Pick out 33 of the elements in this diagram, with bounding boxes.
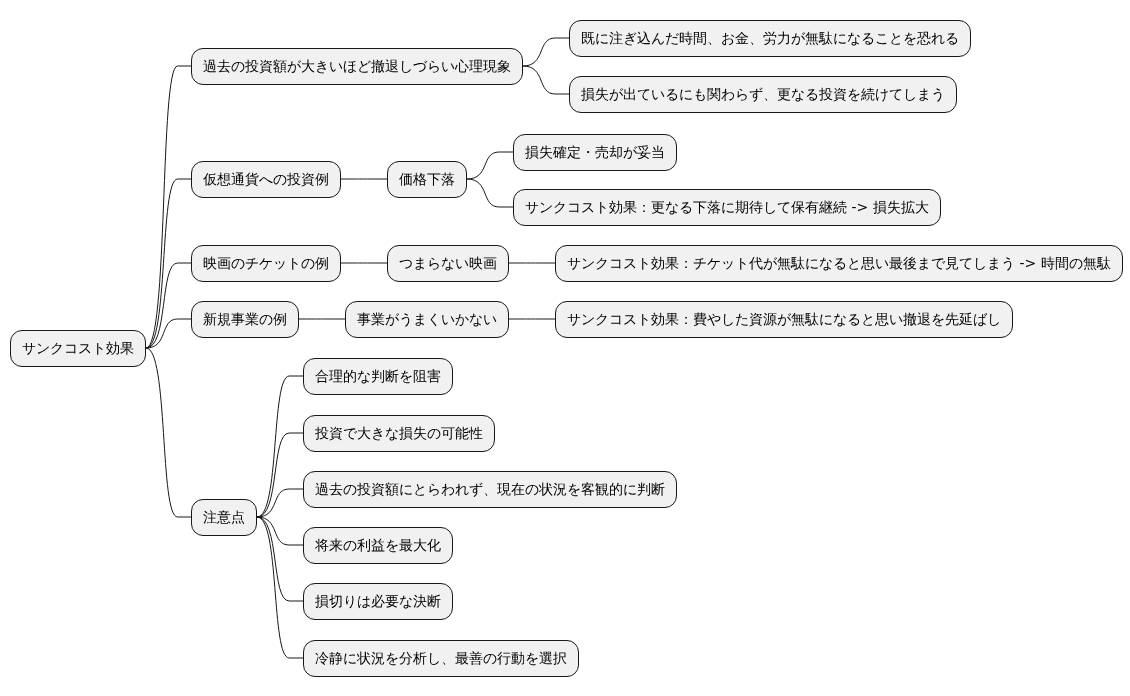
topic-box: 合理的な判断を阻害	[303, 357, 453, 395]
root-topic-box: サンクコスト効果	[10, 329, 146, 367]
topic-box: 損失確定・売却が妥当	[513, 133, 677, 171]
connector-line	[145, 347, 192, 518]
connector-line	[298, 318, 346, 320]
connector-line	[508, 262, 556, 264]
topic-box: 仮想通貨への投資例	[191, 160, 341, 198]
connector-line	[522, 65, 570, 95]
topic-box: 価格下落	[387, 160, 467, 198]
topic-box: 映画のチケットの例	[191, 244, 341, 282]
topic-box: サンクコスト効果：チケット代が無駄になると思い最後まで見てしまう -> 時間の無駄	[555, 244, 1123, 282]
connector-line	[256, 516, 304, 659]
topic-box: 過去の投資額が大きいほど撤退しづらい心理現象	[191, 47, 523, 85]
connector-line	[522, 37, 570, 67]
topic-box: サンクコスト効果：更なる下落に期待して保有継続 -> 損失拡大	[513, 188, 941, 226]
topic-box: 損切りは必要な決断	[303, 582, 453, 620]
topic-box: 事業がうまくいかない	[345, 300, 509, 338]
topic-box: サンクコスト効果：費やした資源が無駄になると思い撤退を先延ばし	[555, 300, 1013, 338]
topic-box: 損失が出ているにも関わらず、更なる投資を続けてしまう	[569, 75, 957, 113]
connector-line	[340, 178, 388, 180]
topic-box: つまらない映画	[387, 244, 509, 282]
topic-box: 冷静に状況を分析し、最善の行動を選択	[303, 639, 579, 677]
connector-line	[508, 318, 556, 320]
topic-box: 将来の利益を最大化	[303, 526, 453, 564]
connector-line	[466, 151, 514, 180]
topic-box: 新規事業の例	[191, 300, 299, 338]
topic-box: 過去の投資額にとらわれず、現在の状況を客観的に判断	[303, 470, 677, 508]
topic-box: 注意点	[191, 498, 257, 536]
connector-line	[466, 178, 514, 208]
topic-box: 既に注ぎ込んだ時間、お金、労力が無駄になることを恐れる	[569, 19, 971, 57]
topic-box: 投資で大きな損失の可能性	[303, 414, 495, 452]
connector-line	[145, 318, 192, 349]
connector-line	[340, 262, 388, 264]
